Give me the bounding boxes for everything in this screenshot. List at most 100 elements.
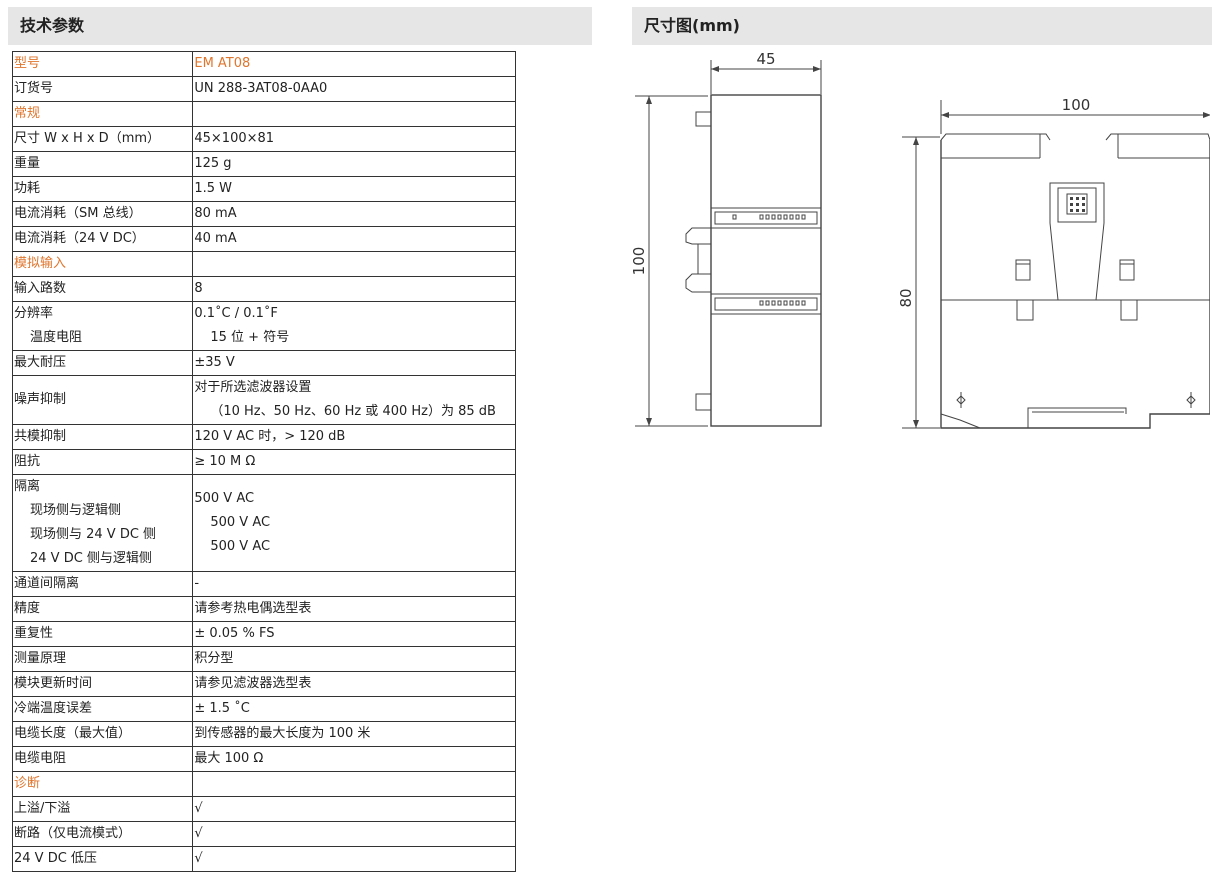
spec-value: 8 <box>194 281 203 296</box>
spec-value: 请参考热电偶选型表 <box>194 601 312 616</box>
spec-row: 常规 <box>11 101 516 127</box>
spec-value-cell: 40 mA <box>192 226 516 252</box>
spec-sub-value: 15 位 + 符号 <box>210 330 290 345</box>
spec-value-cell: 125 g <box>192 151 516 177</box>
spec-label: 模块更新时间 <box>14 676 93 691</box>
spec-label-cell: 常规 <box>11 101 194 127</box>
spec-label: 24 V DC 低压 <box>14 851 97 866</box>
spec-value: 1.5 W <box>194 181 233 196</box>
spec-label-cell: 冷端温度误差 <box>11 696 194 722</box>
dim-front-width: 45 <box>756 50 775 68</box>
spec-value: √ <box>194 801 203 816</box>
spec-label-cell: 模拟输入 <box>11 251 194 277</box>
section-label: 型号 <box>14 56 41 71</box>
spec-label-cell: 电流消耗（24 V DC） <box>11 226 194 252</box>
spec-row: 尺寸 W x H x D（mm）45×100×81 <box>11 126 516 152</box>
spec-value-cell: - <box>192 571 516 597</box>
spec-label-cell: 电缆电阻 <box>11 746 194 772</box>
spec-label-cell: 上溢/下溢 <box>11 796 194 822</box>
spec-sub-label: 现场侧与 24 V DC 侧 <box>30 527 157 542</box>
spec-row: 阻抗 ≥ 10 M Ω <box>11 449 516 475</box>
spec-value: ± 1.5 ˚C <box>194 701 250 716</box>
spec-label-cell: 诊断 <box>11 771 194 797</box>
spec-label-cell: 最大耐压 <box>11 350 194 376</box>
spec-row: 上溢/下溢√ <box>11 796 516 822</box>
spec-value-cell <box>192 771 516 797</box>
spec-value: 对于所选滤波器设置 <box>194 380 312 395</box>
spec-value-cell: √ <box>192 846 516 872</box>
spec-value: 积分型 <box>194 651 234 666</box>
spec-value: ±35 V <box>194 355 235 370</box>
spec-label-cell: 阻抗 <box>11 449 194 475</box>
spec-label-cell: 模块更新时间 <box>11 671 194 697</box>
spec-row: 模块更新时间 请参见滤波器选型表 <box>11 671 516 697</box>
spec-label: 精度 <box>14 601 41 616</box>
spec-value: UN 288-3AT08-0AA0 <box>194 81 328 96</box>
spec-row: 电缆电阻 最大 100 Ω <box>11 746 516 772</box>
spec-value: 40 mA <box>194 231 237 246</box>
spec-value-cell <box>192 251 516 277</box>
spec-row: 诊断 <box>11 771 516 797</box>
spec-value-cell: 80 mA <box>192 201 516 227</box>
spec-label: 测量原理 <box>14 651 67 666</box>
spec-value-cell: √ <box>192 821 516 847</box>
spec-label: 电流消耗（24 V DC） <box>14 231 145 246</box>
section-label: 模拟输入 <box>14 256 67 271</box>
spec-row: 精度 请参考热电偶选型表 <box>11 596 516 622</box>
spec-value: 请参见滤波器选型表 <box>194 676 312 691</box>
spec-row: 最大耐压±35 V <box>11 350 516 376</box>
spec-value-cell: 对于所选滤波器设置（10 Hz、50 Hz、60 Hz 或 400 Hz）为 8… <box>192 375 516 425</box>
spec-sub-value: 500 V AC <box>210 539 271 554</box>
spec-value: EM AT08 <box>194 56 251 71</box>
spec-label: 阻抗 <box>14 454 41 469</box>
spec-label: 尺寸 W x H x D（mm） <box>14 131 161 146</box>
spec-label-cell: 订货号 <box>11 76 194 102</box>
spec-label: 重复性 <box>14 626 54 641</box>
spec-label-cell: 通道间隔离 <box>11 571 194 597</box>
spec-value-cell: 8 <box>192 276 516 302</box>
spec-value-cell: ≥ 10 M Ω <box>192 449 516 475</box>
spec-label: 通道间隔离 <box>14 576 80 591</box>
spec-label-cell: 输入路数 <box>11 276 194 302</box>
spec-value-cell: EM AT08 <box>192 51 516 77</box>
spec-label: 噪声抑制 <box>14 392 67 407</box>
spec-row: 型号 EM AT08 <box>11 51 516 77</box>
spec-value-cell <box>192 101 516 127</box>
spec-label-cell: 重复性 <box>11 621 194 647</box>
spec-label-cell: 断路（仅电流模式） <box>11 821 194 847</box>
spec-label: 共模抑制 <box>14 429 67 444</box>
spec-label-cell: 噪声抑制 <box>11 375 194 425</box>
spec-value: - <box>194 576 200 591</box>
spec-value: 0.1˚C / 0.1˚F <box>194 306 278 321</box>
section-title: 尺寸图(mm) <box>644 16 740 35</box>
spec-label: 电缆电阻 <box>14 751 67 766</box>
spec-row: 断路（仅电流模式）√ <box>11 821 516 847</box>
spec-value-cell: UN 288-3AT08-0AA0 <box>192 76 516 102</box>
spec-value-cell: √ <box>192 796 516 822</box>
spec-label-cell: 分辨率温度电阻 <box>11 301 194 351</box>
spec-label-cell: 电流消耗（SM 总线） <box>11 201 194 227</box>
spec-value: √ <box>194 826 203 841</box>
spec-sub-label: 温度电阻 <box>30 330 83 345</box>
spec-value-cell: 120 V AC 时，> 120 dB <box>192 424 516 450</box>
spec-value: 500 V AC <box>194 491 255 506</box>
spec-value: √ <box>194 851 203 866</box>
spec-row: 电流消耗（24 V DC） 40 mA <box>11 226 516 252</box>
dim-side-width: 100 <box>1062 96 1091 114</box>
spec-value-cell: 积分型 <box>192 646 516 672</box>
spec-label: 隔离 <box>14 479 41 494</box>
spec-row: 模拟输入 <box>11 251 516 277</box>
section-label: 常规 <box>14 106 41 121</box>
section-header-tech-params: 技术参数 <box>8 7 592 45</box>
spec-row: 噪声抑制 对于所选滤波器设置（10 Hz、50 Hz、60 Hz 或 400 Hz… <box>11 375 516 425</box>
spec-row: 24 V DC 低压 √ <box>11 846 516 872</box>
spec-label-cell: 重量 <box>11 151 194 177</box>
spec-value: 120 V AC 时，> 120 dB <box>194 429 346 444</box>
spec-value-cell: 最大 100 Ω <box>192 746 516 772</box>
